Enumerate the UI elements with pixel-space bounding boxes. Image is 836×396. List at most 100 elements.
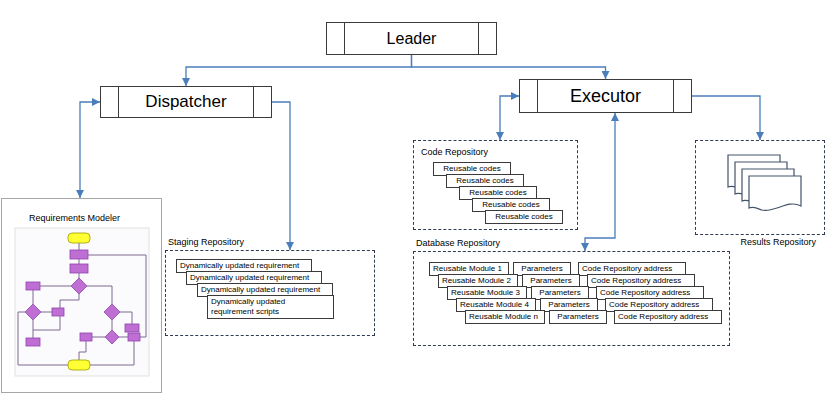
item-label: Parameters <box>548 300 589 310</box>
flow-line <box>120 312 132 324</box>
requirement-box: Dynamically updated requirement scripts <box>207 295 334 319</box>
box-label: Executor <box>570 86 641 107</box>
terminator-shape <box>68 360 90 370</box>
dispatcher-box: Dispatcher <box>100 86 272 118</box>
flow-line <box>79 243 80 250</box>
process-bar <box>537 80 538 112</box>
process-bar <box>673 80 674 112</box>
flow-line <box>79 273 80 278</box>
connector <box>80 102 100 198</box>
item-label: Reusable Module n <box>469 312 538 322</box>
flow-line <box>33 290 34 304</box>
process-box <box>52 308 64 316</box>
connector <box>272 102 290 250</box>
connector <box>412 55 606 79</box>
flow-line <box>41 312 52 313</box>
database-region: Database RepositoryReusable Module 1Para… <box>413 251 730 346</box>
requirement-box: Dynamically updated requirement <box>197 283 333 297</box>
item-label: Dynamically updated requirement scripts <box>211 297 330 317</box>
flow-line <box>33 320 34 338</box>
panel-title: Requirements Modeler <box>2 213 161 224</box>
box-label: Leader <box>387 30 437 48</box>
flowchart-backdrop <box>15 228 149 376</box>
decision-diamond <box>25 304 41 320</box>
parameters-box: Parameters <box>522 274 580 288</box>
requirement-box: Dynamically updated requirement <box>186 271 322 285</box>
parameters-box: Parameters <box>549 310 607 324</box>
item-label: Parameters <box>539 288 580 298</box>
item-label: Reusable codes <box>469 188 526 198</box>
parameters-box: Parameters <box>531 286 589 300</box>
process-bar <box>253 87 254 117</box>
connector <box>500 96 519 140</box>
document-page <box>749 176 801 210</box>
executor-box: Executor <box>519 79 692 113</box>
item-label: Reusable codes <box>456 176 513 186</box>
item-label: Code Repository address <box>609 300 699 310</box>
code-box: Reusable codes <box>459 186 537 200</box>
terminator-shape <box>68 233 90 243</box>
parameters-box: Parameters <box>513 262 571 276</box>
code-box: Reusable codes <box>446 174 524 188</box>
code-box: Reusable codes <box>433 162 511 176</box>
region-heading: Results Repository <box>696 237 824 248</box>
leader-box: Leader <box>326 22 497 55</box>
flow-line <box>87 286 112 304</box>
item-label: Code Repository address <box>600 288 690 298</box>
flow-line <box>79 259 80 264</box>
process-box <box>80 333 92 341</box>
region-heading: Database Repository <box>416 238 731 249</box>
address-box: Code Repository address <box>614 310 722 324</box>
module-box: Reusable Module 1 <box>429 262 509 276</box>
module-box: Reusable Module 4 <box>456 298 536 312</box>
module-box: Reusable Module 2 <box>438 274 518 288</box>
flow-line <box>112 320 113 330</box>
process-box <box>26 282 40 290</box>
flowchart-lines <box>18 243 146 365</box>
item-label: Reusable Module 3 <box>451 288 520 298</box>
parameters-box: Parameters <box>540 298 598 312</box>
item-label: Parameters <box>521 264 562 274</box>
results-region: Results Repository <box>695 140 825 235</box>
process-box <box>70 264 88 273</box>
item-label: Dynamically updated requirement <box>190 273 309 283</box>
module-box: Reusable Module n <box>465 310 545 324</box>
item-label: Parameters <box>530 276 571 286</box>
module-box: Reusable Module 3 <box>447 286 527 300</box>
item-label: Reusable codes <box>443 164 500 174</box>
process-bar <box>118 87 119 117</box>
item-label: Reusable Module 1 <box>433 264 502 274</box>
item-label: Reusable Module 2 <box>442 276 511 286</box>
code-box: Reusable codes <box>472 198 550 212</box>
flowchart-shapes <box>25 250 140 346</box>
flow-line <box>90 341 134 365</box>
staging-region: Staging RepositoryDynamically updated re… <box>165 250 375 336</box>
item-label: Reusable codes <box>482 200 539 210</box>
decision-diamond <box>105 330 119 344</box>
process-box <box>26 338 40 346</box>
flow-line <box>40 286 71 287</box>
decision-diamond <box>104 304 120 320</box>
flow-line <box>79 341 86 360</box>
address-box: Code Repository address <box>605 298 713 312</box>
connector <box>186 55 412 86</box>
item-label: Reusable Module 4 <box>460 300 529 310</box>
region-heading: Staging Repository <box>168 237 376 248</box>
address-box: Code Repository address <box>587 274 695 288</box>
region-heading: Code Repository <box>421 147 584 158</box>
item-label: Code Repository address <box>591 276 681 286</box>
code-box: Reusable codes <box>485 210 563 224</box>
code-region: Code RepositoryReusable codesReusable co… <box>413 140 578 230</box>
item-label: Reusable codes <box>495 212 552 222</box>
item-label: Dynamically updated requirement <box>201 285 320 295</box>
process-box <box>125 324 139 332</box>
flow-line <box>92 337 105 338</box>
address-box: Code Repository address <box>578 262 686 276</box>
process-box <box>128 333 140 341</box>
item-label: Code Repository address <box>618 312 708 322</box>
document-stack <box>728 155 801 210</box>
item-label: Parameters <box>557 312 598 322</box>
requirement-box: Dynamically updated requirement <box>176 259 312 273</box>
flow-line <box>88 255 146 337</box>
